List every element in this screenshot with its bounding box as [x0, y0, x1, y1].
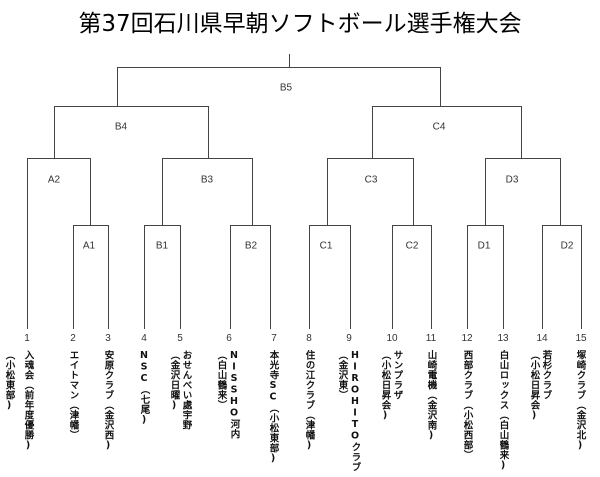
team-number: 8: [306, 333, 312, 344]
team-name: 住の江クラブ（津幡): [303, 350, 315, 452]
bracket-b4: [54, 106, 209, 158]
bracket-c4: [372, 106, 522, 158]
team-number: 10: [386, 333, 398, 344]
round-label-b5: B5: [279, 82, 293, 94]
team-name: HIROHITOクラブ: [349, 350, 361, 472]
team-name: 入魂会（前年度優勝): [22, 350, 34, 452]
team-name: 安原クラブ（金沢西): [102, 350, 114, 452]
team-name: NISSHO河内: [228, 350, 240, 439]
round-label-a1: A1: [82, 240, 96, 252]
team-name: 白山ロックス（白山鶴来): [497, 350, 509, 472]
page-title: 第37回石川県早朝ソフトボール選手権大会: [78, 11, 522, 37]
team-affiliation: （金沢東）: [336, 350, 348, 400]
bracket-c3: [327, 158, 414, 225]
team-name: 本光寺SC（小松東部): [267, 350, 279, 465]
team-number: 1: [24, 333, 30, 344]
team-affiliation: （小松日昇会): [379, 350, 391, 422]
round-label-d2: D2: [560, 240, 574, 252]
bracket-b2: [230, 225, 271, 329]
bracket-a1: [73, 225, 109, 329]
team-affiliation: （小松東部): [3, 350, 15, 412]
team-affiliation: （小松日昇会): [528, 350, 540, 422]
team-name: おせんべい處宇野: [180, 350, 192, 430]
bracket-a2: [27, 158, 91, 329]
bracket-c1: [309, 225, 351, 329]
round-label-b2: B2: [244, 240, 258, 252]
team-affiliation: （白山鶴来）: [215, 350, 227, 410]
team-number: 5: [177, 333, 183, 344]
round-label-c2: C2: [405, 240, 419, 252]
round-label-c3: C3: [364, 174, 378, 186]
team-number: 4: [141, 333, 147, 344]
bracket-d2: [542, 225, 582, 329]
round-label-d3: D3: [505, 174, 519, 186]
team-number: 12: [461, 333, 473, 344]
team-name: 西部クラブ（小松西部）: [461, 350, 473, 460]
bracket-b5: [117, 67, 441, 106]
bracket-b3: [162, 158, 253, 225]
bracket-b1: [144, 225, 181, 329]
round-label-b1: B1: [155, 240, 169, 252]
team-name: 若杉クラブ: [540, 350, 552, 400]
team-name: 山崎電機（金沢南): [425, 350, 437, 442]
round-label-a2: A2: [47, 174, 61, 186]
team-number: 7: [271, 333, 277, 344]
team-number: 9: [346, 333, 352, 344]
bracket-c2: [392, 225, 432, 329]
round-label-b3: B3: [200, 174, 214, 186]
team-number: 3: [105, 333, 111, 344]
round-label-b4: B4: [114, 121, 128, 133]
team-name: NSC（七尾): [138, 350, 150, 426]
bracket-d3: [485, 158, 561, 225]
round-label-d1: D1: [477, 240, 491, 252]
round-label-c1: C1: [319, 240, 333, 252]
team-number: 15: [575, 333, 587, 344]
team-number: 2: [70, 333, 76, 344]
team-affiliation: （金沢日曜): [168, 350, 180, 412]
round-label-c4: C4: [432, 121, 446, 133]
team-number: 14: [536, 333, 548, 344]
bracket-d1: [467, 225, 504, 329]
team-name: 塚崎クラブ（金沢北): [574, 350, 586, 452]
team-name: エイトマン（津幡）: [67, 350, 79, 440]
team-name: サンプラザ: [391, 350, 403, 400]
team-number: 13: [497, 333, 509, 344]
team-number: 6: [226, 333, 232, 344]
team-number: 11: [425, 333, 437, 344]
